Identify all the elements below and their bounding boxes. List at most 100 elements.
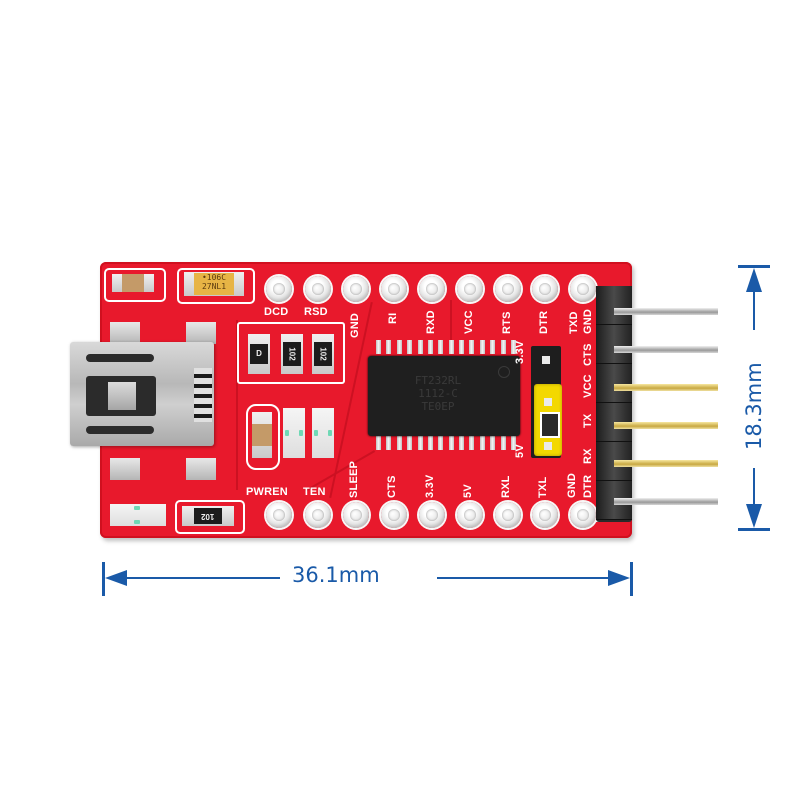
- jumper-label-5v: 5V: [514, 444, 526, 458]
- ic-marking-line3: TE0EP: [421, 400, 455, 413]
- silk-label-ten: TEN: [303, 486, 326, 498]
- usb-slot: [86, 354, 154, 362]
- pin-pad-gnd: [343, 276, 369, 302]
- power-led: [110, 504, 166, 526]
- width-dimension-label: 36.1mm: [292, 563, 380, 587]
- smd-resistor: 102: [281, 334, 303, 374]
- height-dimension-label: 18.3mm: [742, 362, 766, 450]
- width-dimension-tick-left: [102, 562, 105, 596]
- resistor-outline: [175, 500, 245, 534]
- header-pin-vcc[interactable]: [614, 384, 718, 391]
- trace: [236, 320, 238, 490]
- arrow-down-icon: [746, 504, 762, 528]
- silk-label-pwren: PWREN: [246, 486, 288, 498]
- usb-opening: [86, 376, 156, 416]
- capacitor-outline: [104, 268, 166, 302]
- resistor-marking-text: 102: [287, 347, 297, 361]
- silk-label-3v3: 3.3V: [424, 474, 436, 498]
- arrow-up-icon: [746, 268, 762, 292]
- header-pin-rx[interactable]: [614, 460, 718, 467]
- silk-label-header-dtr: DTR: [582, 474, 594, 498]
- height-dimension-line: [753, 468, 755, 506]
- resistor-marking: 102: [283, 342, 301, 366]
- pin-pad-ten: [305, 502, 331, 528]
- capacitor-body: [122, 274, 144, 292]
- silk-label-rxl: RXL: [500, 475, 512, 498]
- arrow-right-icon: [608, 570, 630, 586]
- silk-label-5v: 5V: [462, 484, 474, 498]
- silk-label-vcc: VCC: [463, 310, 475, 334]
- ic-marking-line1: FT232RL: [414, 374, 462, 387]
- jumper-pin: [544, 442, 552, 450]
- silk-label-gnd: GND: [349, 312, 361, 338]
- silk-label-cts: CTS: [386, 475, 398, 498]
- silk-label-header-tx: TX: [582, 413, 594, 428]
- pin-pad-dtr: [532, 276, 558, 302]
- smd-resistor: D: [248, 334, 270, 374]
- ic-pins-bottom: [376, 436, 516, 452]
- jumper-pin: [544, 398, 552, 406]
- silk-label-txl: TXL: [537, 476, 549, 498]
- silk-label-header-rx: RX: [582, 448, 594, 464]
- capacitor-body: [252, 424, 272, 446]
- pin-pad-5v: [457, 502, 483, 528]
- pin-pad-ri: [381, 276, 407, 302]
- usb-solder-tabs: [194, 368, 212, 422]
- jumper-cap[interactable]: [534, 384, 562, 456]
- pin-pad-pwren: [266, 502, 292, 528]
- ftdi-chip: FT232RL 1112-C TE0EP: [368, 356, 520, 436]
- tantalum-marking-line1: •106C: [201, 273, 227, 282]
- pin-pad-cts: [381, 502, 407, 528]
- header-pin-dtr[interactable]: [614, 498, 718, 505]
- silk-label-dtr: DTR: [538, 310, 550, 334]
- ic-marking: FT232RL 1112-C TE0EP: [368, 374, 508, 413]
- usb-slot: [86, 426, 154, 434]
- ic-marking-line2: 1112-C: [418, 387, 458, 400]
- pin-pad-txd: [570, 276, 596, 302]
- silk-label-txd: TXD: [568, 311, 580, 334]
- resistor-marking: 102: [194, 508, 222, 524]
- pin-pad-sleep: [343, 502, 369, 528]
- led-die: [314, 430, 318, 436]
- pin-header-6: [596, 286, 632, 522]
- led-die: [285, 430, 289, 436]
- led-indicator: [283, 408, 305, 458]
- jumper-pin: [542, 356, 550, 364]
- height-dimension-tick-top: [738, 265, 770, 268]
- ceramic-capacitor: [252, 412, 272, 458]
- silk-label-rxd: RXD: [425, 310, 437, 334]
- width-dimension-line: [437, 577, 612, 579]
- tantalum-body: •106C 27NL1: [194, 273, 234, 295]
- led-die: [299, 430, 303, 436]
- silk-label-rsd: RSD: [304, 306, 328, 318]
- width-dimension-line: [120, 577, 280, 579]
- tantalum-marking-line2: 27NL1: [201, 282, 227, 291]
- header-pin-cts[interactable]: [614, 346, 718, 353]
- silk-label-dcd: DCD: [264, 306, 289, 318]
- jumper-window: [540, 412, 560, 438]
- pin-pad-dcd: [266, 276, 292, 302]
- usb-mount-lug: [186, 322, 216, 344]
- jumper-label-3v3: 3.3V: [514, 340, 526, 364]
- tantalum-outline: [177, 268, 255, 304]
- silk-label-header-vcc: VCC: [582, 374, 594, 398]
- pin1-marker-icon: [498, 366, 510, 378]
- tantalum-capacitor: •106C 27NL1: [184, 272, 244, 296]
- led-die: [134, 506, 140, 510]
- width-dimension-tick-right: [630, 562, 633, 596]
- header-pin-tx[interactable]: [614, 422, 718, 429]
- arrow-left-icon: [105, 570, 127, 586]
- led-die: [134, 520, 140, 524]
- height-dimension-line: [753, 290, 755, 330]
- ic-pins-top: [376, 340, 516, 356]
- smd-resistor: 102: [312, 334, 334, 374]
- silk-label-header-gnd: GND: [582, 308, 594, 334]
- smd-resistor: 102: [182, 506, 234, 526]
- pin-pad-vcc: [457, 276, 483, 302]
- pin-pad-rsd: [305, 276, 331, 302]
- mini-usb-port[interactable]: [70, 342, 214, 446]
- usb-mount-lug: [110, 322, 140, 344]
- silk-label-sleep: SLEEP: [348, 460, 360, 498]
- header-pin-gnd[interactable]: [614, 308, 718, 315]
- pin-pad-3v3: [419, 502, 445, 528]
